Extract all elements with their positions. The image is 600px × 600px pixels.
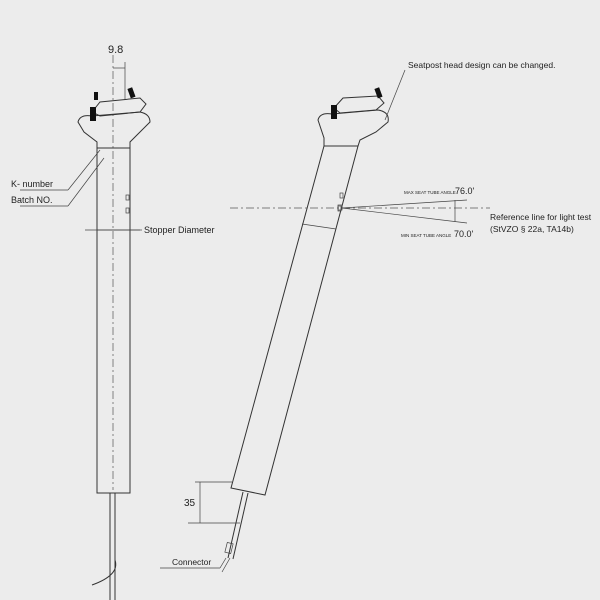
reference-line-label: Reference line for light test (490, 212, 592, 222)
batch-no-label: Batch NO. (11, 195, 53, 205)
right-seatpost (160, 69, 490, 573)
insert-dimension: 35 (184, 498, 196, 509)
min-angle-label: MIN SEAT TUBE ANGLE (401, 233, 451, 238)
connector-label: Connector (172, 557, 211, 567)
max-angle-value: 76.0' (455, 186, 475, 196)
min-angle-value: 70.0' (454, 229, 474, 239)
max-angle-label: MAX SEAT TUBE ANGLE (404, 190, 456, 195)
reference-line-standard: (StVZO § 22a, TA14b) (490, 224, 574, 234)
head-design-note: Seatpost head design can be changed. (408, 60, 555, 70)
stopper-diameter-label: Stopper Diameter (144, 225, 215, 235)
left-seatpost (20, 55, 151, 600)
offset-dimension: 9.8 (108, 44, 123, 56)
k-number-label: K- number (11, 179, 53, 189)
